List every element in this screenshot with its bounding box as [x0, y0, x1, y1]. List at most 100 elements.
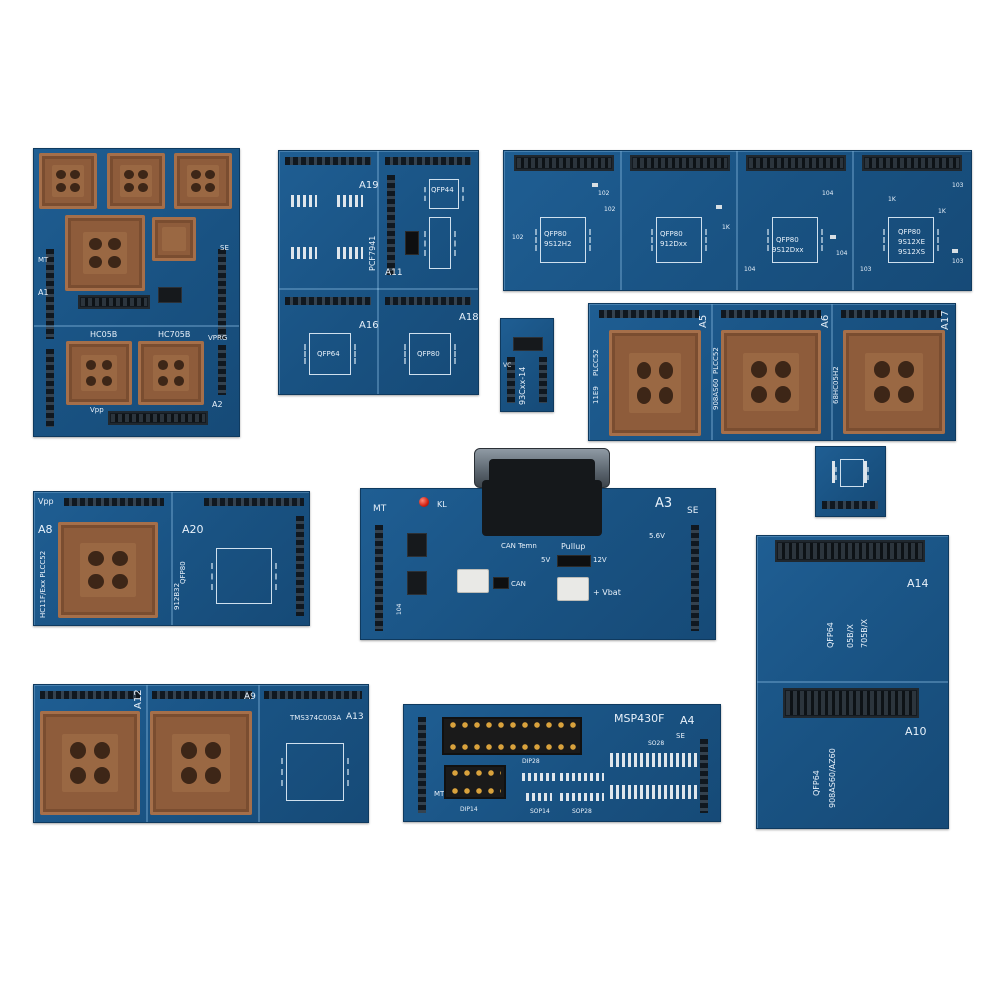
label-1k: 1K	[722, 224, 730, 231]
sub-board	[171, 492, 309, 625]
label-912b32: 912B32	[173, 582, 181, 610]
label-104: 104	[744, 266, 756, 273]
label-vbat: + Vbat	[593, 588, 621, 597]
label-dip28: DIP28	[522, 758, 540, 765]
plcc52-socket	[609, 330, 701, 436]
sub-board	[279, 288, 379, 394]
pin-row	[599, 310, 699, 318]
plcc-socket	[138, 341, 204, 405]
vbat-connector	[557, 577, 589, 601]
qfp80-footprint	[211, 548, 277, 604]
label-1k: 1K	[888, 196, 896, 203]
label-qfp80: QFP80	[660, 230, 683, 238]
pin-header	[218, 249, 226, 339]
pin-row	[822, 501, 878, 509]
qfp80-footprint	[767, 217, 823, 263]
label-a3: A3	[655, 496, 673, 511]
pin-row	[264, 691, 362, 699]
label-se: SE	[687, 506, 699, 516]
label-9s12xe: 9S12XE	[898, 238, 926, 246]
qfp80-footprint	[651, 217, 707, 263]
label-pullup: Pullup	[561, 542, 586, 551]
label-mt: MT	[38, 256, 49, 264]
label-vpp: Vpp	[38, 497, 54, 506]
label-qfp64: QFP64	[812, 770, 821, 796]
label-a1: A1	[38, 288, 49, 297]
label-705b-x: 705B/X	[860, 619, 869, 648]
label-qfp64: QFP64	[826, 622, 835, 648]
pin-header	[375, 525, 383, 631]
label-qfp80: QFP80	[417, 350, 440, 358]
qfp-footprint	[281, 743, 349, 801]
pin-header	[507, 357, 515, 403]
label-a11: A11	[385, 268, 403, 278]
label-12v: 12V	[593, 556, 607, 564]
pin-row	[385, 157, 471, 165]
adapter-board-a12-a9-a13: A12 A9 A13 TMS374C003A	[33, 684, 369, 823]
pin-row	[721, 310, 821, 318]
label-93cxx-14: 93Cxx-14	[518, 366, 527, 405]
ic-chip	[407, 533, 427, 557]
pin-header	[46, 349, 54, 427]
label-102: 102	[598, 190, 610, 197]
pin-header	[691, 525, 699, 631]
sop28-pads	[560, 793, 604, 801]
label-plcc52: PLCC52	[592, 349, 600, 376]
box-header	[775, 540, 925, 562]
label-a6: A6	[820, 314, 831, 328]
sub-board	[258, 685, 368, 822]
qfp64-footprint	[304, 333, 356, 375]
label-vc: VC	[503, 362, 512, 369]
sop-chip	[513, 337, 543, 351]
plcc-socket-small	[152, 217, 196, 261]
pin-header	[539, 357, 547, 403]
label-9s12h2: 9S12H2	[544, 240, 572, 248]
plcc-socket	[150, 711, 252, 815]
sub-board	[34, 492, 173, 625]
sub-board	[711, 304, 833, 440]
label-can-temn: CAN Temn	[501, 542, 537, 550]
label-104: 104	[396, 603, 403, 615]
label-908as60-az60: 908AS60/AZ60	[828, 748, 837, 808]
label-68hc05h2: 68HC05H2	[832, 366, 840, 404]
label-a12: A12	[133, 689, 144, 709]
label-1k: 1K	[938, 208, 946, 215]
sop-pads	[337, 247, 363, 259]
socket-pin-row	[447, 743, 577, 751]
smd-resistor	[952, 249, 958, 253]
jumper	[557, 555, 591, 567]
label-a17: A17	[940, 310, 951, 330]
sub-board	[757, 681, 948, 828]
label-mt: MT	[373, 504, 387, 514]
label-05b-x: 05B/X	[846, 624, 855, 648]
plcc-socket	[39, 153, 97, 209]
label-9s12xs: 9S12XS	[898, 248, 926, 256]
box-header	[746, 155, 846, 171]
adapter-board-a8-a20: Vpp A8 A20 HC11F/Exx PLCC52 912B32 QFP80	[33, 491, 310, 626]
label-a5: A5	[698, 314, 709, 328]
jumper	[405, 231, 419, 255]
label-a19: A19	[359, 180, 379, 191]
label-qfp80: QFP80	[776, 236, 799, 244]
label-qfp80: QFP80	[544, 230, 567, 238]
label-a10: A10	[905, 725, 927, 738]
label-sop28: SOP28	[572, 808, 592, 815]
sub-board	[736, 151, 854, 290]
plcc52-socket	[843, 330, 945, 434]
label-qfp80: QFP80	[898, 228, 921, 236]
label-a4: A4	[680, 714, 695, 727]
adapter-board-a1-a2: HC05B HC705B VPRG A1 A2 MT SE Vpp	[33, 148, 240, 437]
pin-row	[385, 297, 471, 305]
label-hc05b: HC05B	[90, 330, 118, 339]
sop-pads	[291, 247, 317, 259]
label-a9: A9	[244, 692, 256, 702]
adapter-board-soic-small	[815, 446, 886, 517]
box-header	[862, 155, 962, 171]
label-102: 102	[512, 234, 524, 241]
label-hc705b: HC705B	[158, 330, 191, 339]
so28-pads	[610, 753, 698, 767]
socket-pin-row	[449, 769, 501, 777]
sub-board	[377, 151, 478, 290]
label-102: 102	[604, 206, 616, 213]
qfp44-footprint	[424, 179, 464, 209]
